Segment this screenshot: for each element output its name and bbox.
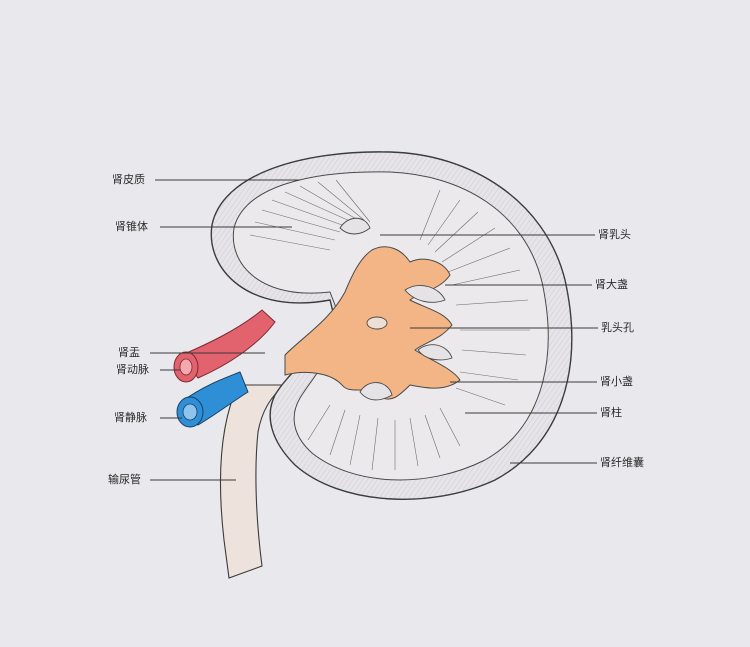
label-renal-cortex: 肾皮质 <box>112 173 145 186</box>
label-renal-pelvis: 肾盂 <box>118 346 140 359</box>
label-papillary-foramina: 乳头孔 <box>601 321 634 334</box>
label-renal-pyramid: 肾锥体 <box>115 220 148 233</box>
pyramid-striations <box>249 179 530 471</box>
label-fibrous-capsule: 肾纤维囊 <box>600 456 644 469</box>
label-renal-papilla: 肾乳头 <box>598 228 631 241</box>
papillary-foramen <box>366 316 388 330</box>
label-renal-column: 肾柱 <box>600 406 622 419</box>
ureter-tube <box>219 384 287 579</box>
label-major-calyx: 肾大盏 <box>595 278 628 291</box>
label-renal-artery: 肾动脉 <box>116 363 149 376</box>
label-minor-calyx: 肾小盏 <box>600 375 633 388</box>
renal-artery <box>181 309 276 379</box>
minor-calyces <box>339 217 453 401</box>
label-renal-vein: 肾静脉 <box>114 411 147 424</box>
label-ureter: 输尿管 <box>108 473 141 486</box>
leader-lines <box>150 179 598 481</box>
